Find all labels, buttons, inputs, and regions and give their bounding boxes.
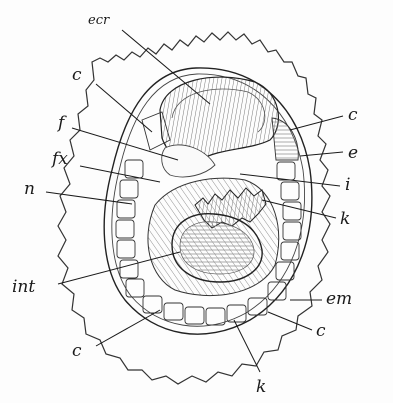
label-c-bottom-left: c [72,341,82,361]
label-ecr: ecr [88,13,110,28]
label-em: em [326,289,352,309]
label-e: e [348,143,358,163]
label-c-top-left: c [72,65,82,85]
label-i: i [345,175,350,195]
label-f: f [56,113,67,133]
label-k-right: k [340,209,350,229]
label-k-bottom: k [256,377,266,397]
label-n: n [24,179,35,199]
label-fx: fx [50,149,68,169]
label-c-top-right: c [348,105,358,125]
label-c-bottom-right: c [316,321,326,341]
label-int: int [12,277,35,297]
